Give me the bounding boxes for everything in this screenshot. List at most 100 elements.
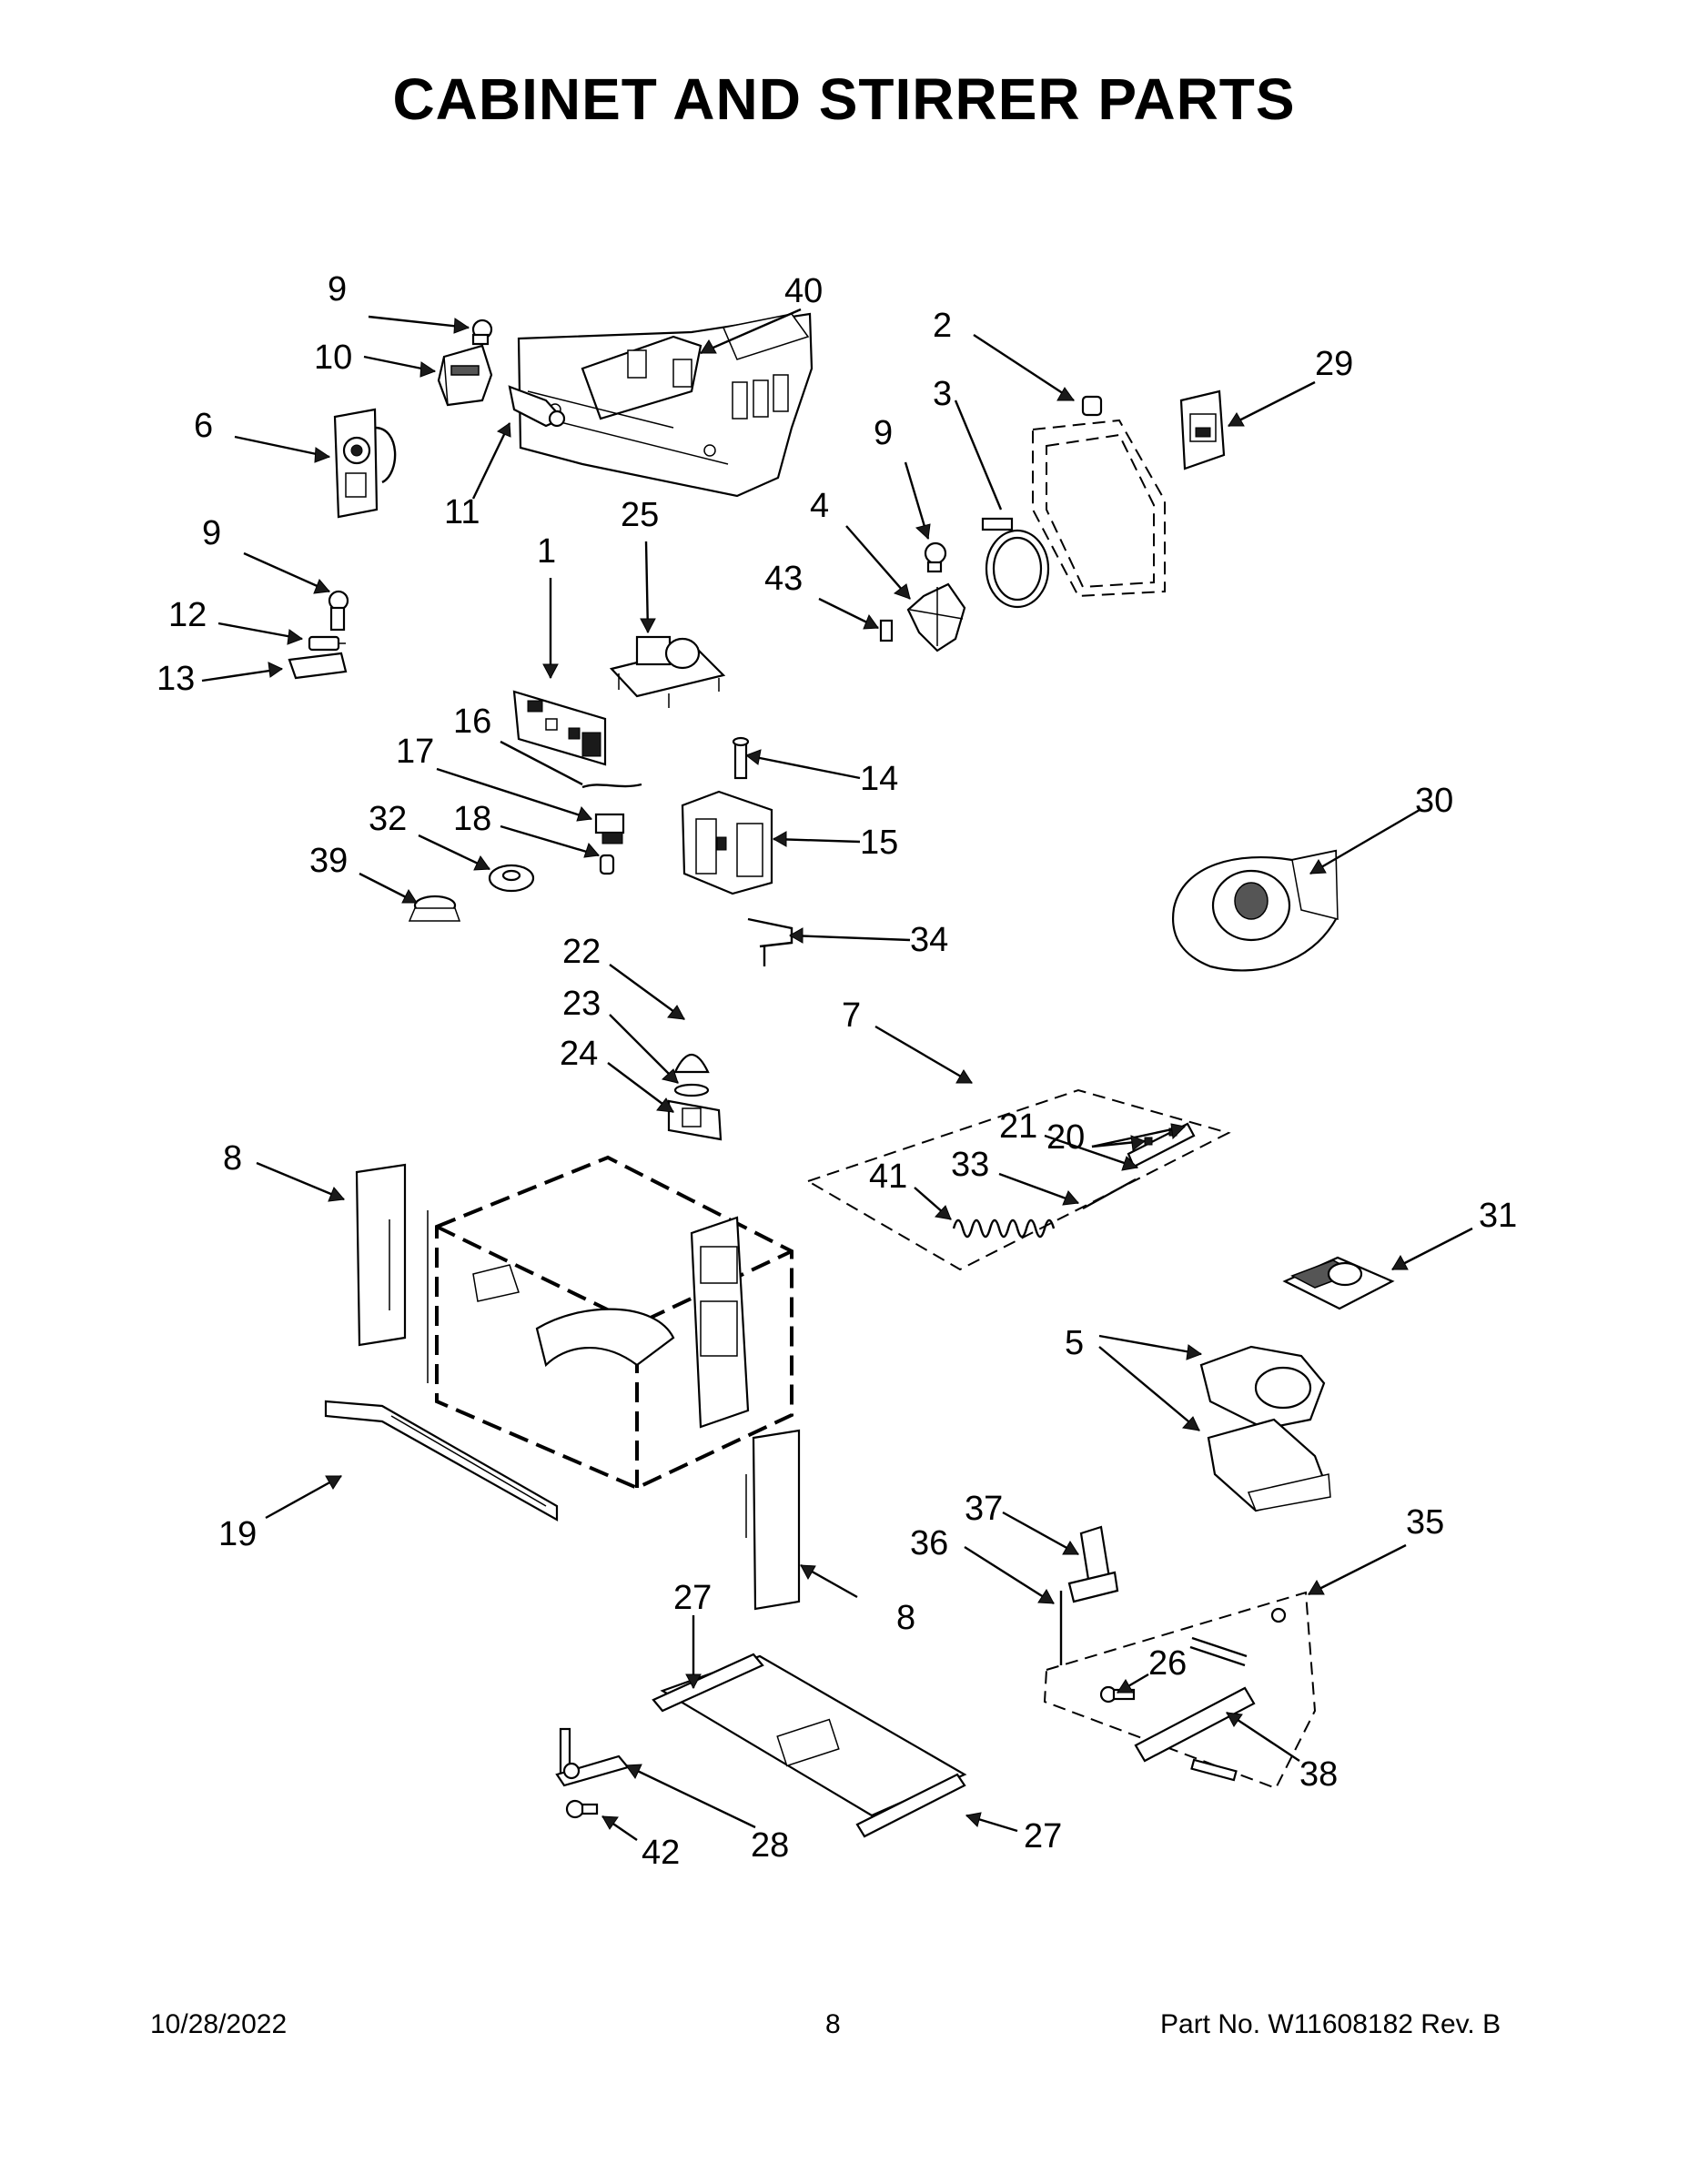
- callout-22: 22: [562, 933, 601, 971]
- callout-1: 1: [537, 532, 556, 571]
- callout-39: 39: [309, 842, 348, 880]
- part-25-noise-filter: [609, 635, 726, 708]
- part-8-side-panel-left: [355, 1163, 407, 1347]
- callout-42: 42: [642, 1834, 680, 1872]
- callout-12: 12: [168, 596, 207, 634]
- callout-20: 20: [1046, 1118, 1085, 1157]
- part-6-fuse-module: [333, 408, 397, 519]
- part-28-stirrer-shaft: [555, 1727, 630, 1787]
- callout-30: 30: [1415, 782, 1453, 820]
- part-24-stirrer-bracket: [667, 1099, 723, 1141]
- cabinet-assembly: [427, 1155, 793, 1491]
- callout-2: 2: [933, 307, 952, 345]
- part-4-stirrer-blade: [906, 582, 966, 652]
- callout-23: 23: [562, 985, 601, 1023]
- part-18-fitting: [599, 854, 615, 875]
- part-3-stirrer-ring: [981, 517, 1050, 609]
- callout-4: 4: [810, 487, 829, 525]
- callout-9: 9: [328, 270, 347, 308]
- part-27-slide-left: [652, 1653, 764, 1713]
- callout-34: 34: [910, 921, 948, 959]
- part-9-screw-right: [924, 541, 947, 573]
- callout-38: 38: [1299, 1755, 1338, 1794]
- callout-25: 25: [621, 496, 659, 534]
- callout-40: 40: [784, 272, 823, 310]
- callout-27: 27: [1024, 1817, 1062, 1855]
- part-30-blower: [1171, 849, 1339, 972]
- page-title: CABINET AND STIRRER PARTS: [392, 66, 1296, 132]
- part-5-air-duct: [1199, 1345, 1331, 1512]
- callout-11: 11: [444, 493, 480, 531]
- part-43-clip: [879, 619, 894, 642]
- part-40-bracket: [517, 312, 814, 498]
- part-42-screw: [565, 1799, 599, 1819]
- part-41-spring: [952, 1218, 1056, 1239]
- part-7-kit-outline: [805, 1088, 1231, 1271]
- callout-24: 24: [560, 1035, 598, 1073]
- part-15-transformer: [681, 790, 773, 895]
- callout-26: 26: [1148, 1644, 1187, 1683]
- callout-8: 8: [223, 1139, 242, 1178]
- part-29-motor: [1179, 389, 1226, 470]
- part-back-panel: [1032, 419, 1166, 598]
- part-8-side-panel-right: [745, 1429, 801, 1611]
- callout-labels: 9 10 6 11 40 2 29 3 9 4 43 25 1 9 12 13 …: [157, 270, 1517, 1872]
- callout-31: 31: [1479, 1197, 1517, 1235]
- part-19-rail: [324, 1400, 559, 1522]
- callout-41: 41: [869, 1158, 907, 1196]
- part-9-screw-left: [328, 590, 349, 632]
- part-33-rod: [1082, 1178, 1137, 1210]
- part-9-screw-top: [471, 318, 493, 346]
- part-27-slide-right: [855, 1773, 966, 1838]
- part-39-thermal-cutoff: [408, 895, 461, 922]
- part-10-relay: [437, 344, 493, 407]
- callout-36: 36: [910, 1524, 948, 1562]
- callout-7: 7: [842, 996, 861, 1035]
- part-37-bracket: [1067, 1525, 1119, 1603]
- callout-14: 14: [860, 760, 898, 798]
- callout-43: 43: [764, 560, 803, 598]
- callout-3: 3: [933, 375, 952, 413]
- callout-13: 13: [157, 660, 195, 698]
- callout-28: 28: [751, 1826, 789, 1865]
- footer-date: 10/28/2022: [150, 2009, 288, 2039]
- part-17-sensor: [594, 813, 625, 844]
- callout-10: 10: [314, 339, 352, 377]
- part-35-kit-outline: [1043, 1591, 1317, 1790]
- part-35-shaft: [1189, 1607, 1287, 1667]
- footer-page-number: 8: [825, 2009, 841, 2039]
- part-31-inverter: [1282, 1256, 1395, 1310]
- callout-5: 5: [1065, 1324, 1084, 1362]
- part-23-washer: [673, 1083, 710, 1097]
- callout-32: 32: [369, 800, 407, 838]
- callout-18: 18: [453, 800, 491, 838]
- part-13-fuse-holder: [288, 652, 348, 680]
- part-11-connector: [508, 385, 566, 428]
- callout-8: 8: [896, 1599, 915, 1637]
- callout-37: 37: [965, 1490, 1003, 1528]
- footer-part-number: Part No. W11608182 Rev. B: [1160, 2009, 1501, 2039]
- callout-27: 27: [673, 1579, 712, 1617]
- callout-19: 19: [218, 1515, 257, 1553]
- callout-9: 9: [202, 514, 221, 552]
- callout-17: 17: [396, 733, 434, 771]
- callout-6: 6: [194, 407, 213, 445]
- part-38-link-arm: [1134, 1686, 1256, 1782]
- callout-9: 9: [874, 414, 893, 452]
- part-22-cap: [673, 1054, 710, 1074]
- part-12-fuse: [308, 635, 346, 652]
- callout-21: 21: [999, 1107, 1037, 1146]
- part-34-latch: [747, 917, 793, 966]
- callout-35: 35: [1406, 1503, 1444, 1542]
- part-16-wire: [581, 783, 642, 789]
- part-1-control-board: [512, 690, 607, 766]
- part-32-ring: [488, 864, 535, 893]
- part-14-capacitor-post: [732, 736, 750, 780]
- callout-16: 16: [453, 703, 491, 741]
- callout-29: 29: [1315, 345, 1353, 383]
- part-2-fitting: [1081, 395, 1103, 417]
- leader-lines: [201, 308, 1473, 1841]
- callout-15: 15: [860, 824, 898, 862]
- callout-33: 33: [951, 1146, 989, 1184]
